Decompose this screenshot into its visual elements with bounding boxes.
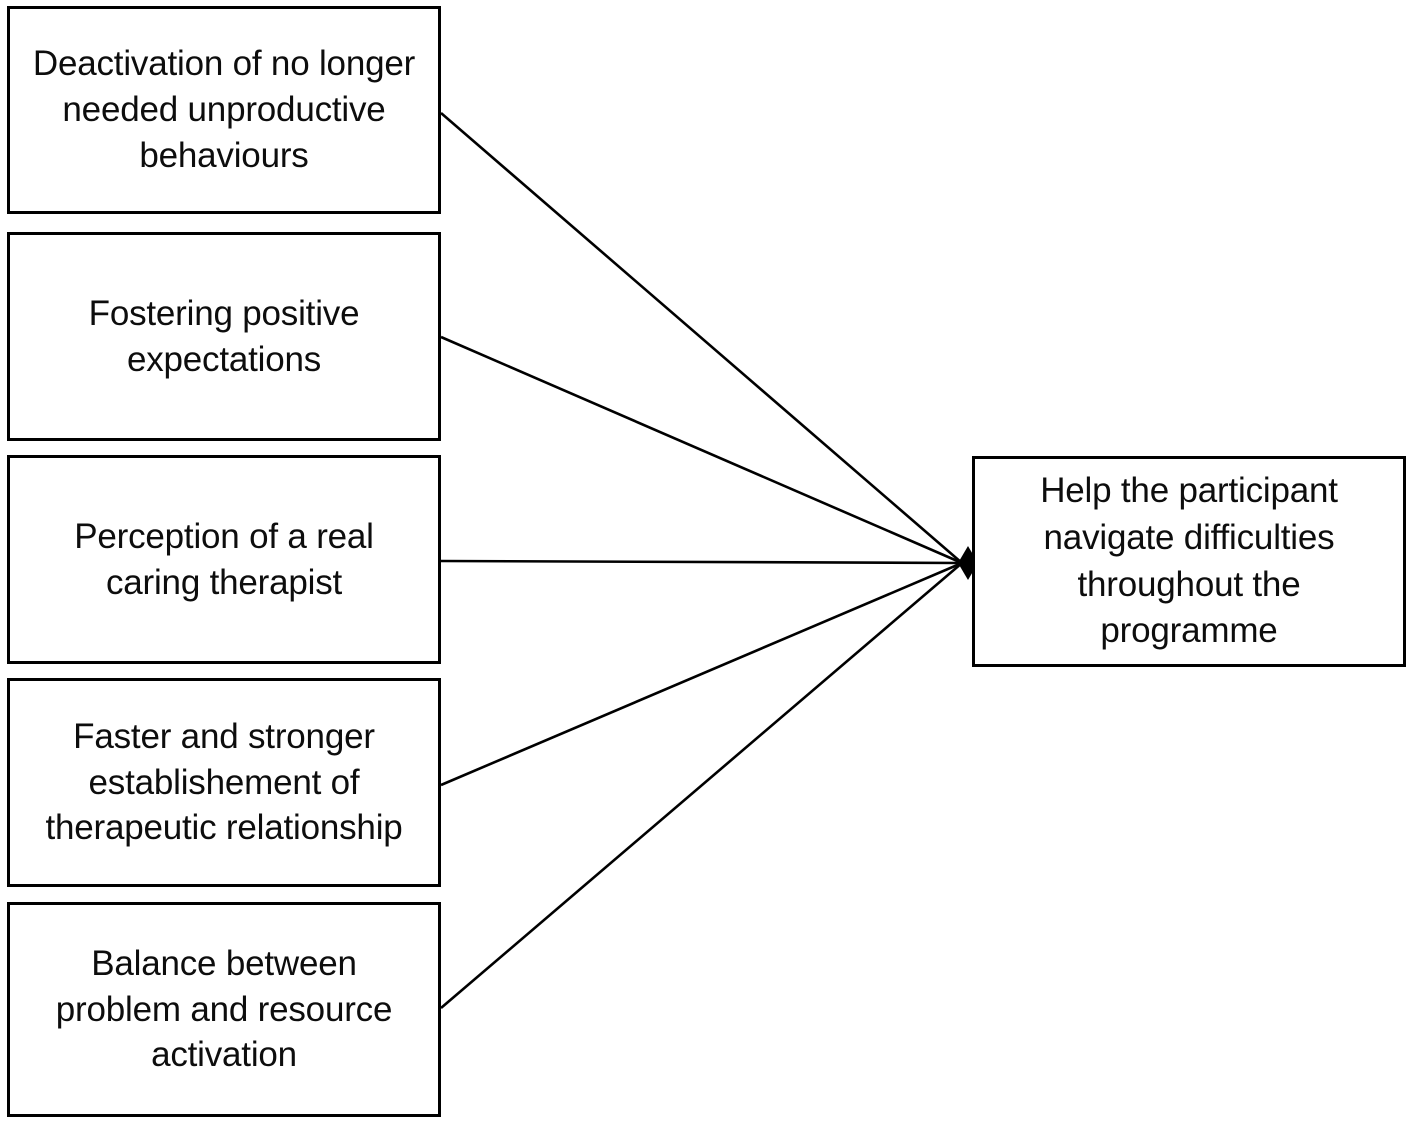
connector-line	[440, 559, 963, 565]
connector-line	[440, 112, 963, 564]
source-box-problem-resource-balance[interactable]: Balance between problem and resource act…	[7, 902, 441, 1117]
source-box-deactivation-label: Deactivation of no longer needed unprodu…	[32, 44, 416, 175]
connector-line	[440, 561, 963, 787]
connector-line	[440, 335, 963, 565]
source-box-problem-resource-balance-label: Balance between problem and resource act…	[55, 943, 393, 1075]
source-box-fostering-expectations-label: Fostering positive expectations	[88, 293, 360, 379]
source-box-deactivation[interactable]: Deactivation of no longer needed unprodu…	[7, 6, 441, 214]
source-box-therapeutic-relationship-label: Faster and stronger establishement of th…	[45, 716, 403, 848]
source-box-therapeutic-relationship[interactable]: Faster and stronger establishement of th…	[7, 678, 441, 887]
source-box-caring-therapist[interactable]: Perception of a real caring therapist	[7, 455, 441, 664]
connector-line	[440, 562, 963, 1009]
source-box-fostering-expectations[interactable]: Fostering positive expectations	[7, 232, 441, 441]
target-box-help-participant[interactable]: Help the participant navigate difficulti…	[972, 456, 1406, 667]
source-box-caring-therapist-label: Perception of a real caring therapist	[74, 516, 374, 602]
target-box-help-participant-label: Help the participant navigate difficulti…	[1040, 470, 1338, 651]
